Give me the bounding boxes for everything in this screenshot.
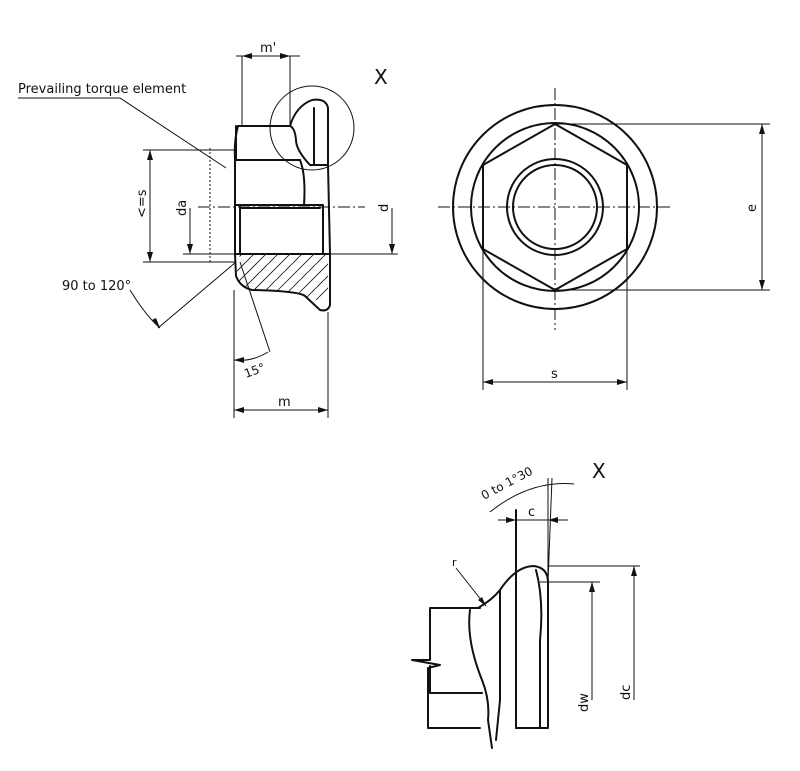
top-view: [438, 88, 770, 390]
c-label: c: [528, 505, 535, 520]
d-label: d: [377, 204, 392, 212]
flange-profile: [468, 565, 549, 749]
nut-body-outline: [233, 125, 301, 255]
break-lines: [411, 607, 483, 729]
da-label: da: [175, 200, 190, 216]
s-label: s: [551, 367, 558, 382]
detail-circle: [269, 85, 355, 171]
section-hatching: [236, 254, 328, 301]
e-label: e: [745, 204, 760, 212]
r-label: r: [452, 556, 457, 569]
angle-15-label: 15°: [242, 360, 267, 380]
s-le-label: <=s: [135, 189, 150, 218]
m-prime-label: m': [260, 41, 276, 56]
detail-mark-top: X: [374, 65, 388, 89]
dc-label: dc: [619, 685, 634, 700]
m-label: m: [278, 395, 291, 410]
dw-label: dw: [577, 693, 592, 712]
angle-chamfer-label: 90 to 120°: [62, 279, 131, 294]
angle-flange-label: 0 to 1°30: [479, 464, 535, 503]
side-view: [18, 53, 398, 418]
prevailing-torque-label: Prevailing torque element: [18, 82, 186, 97]
detail-view: [411, 477, 640, 749]
detail-mark-bottom: X: [592, 459, 606, 483]
prevailing-torque-element: [289, 98, 329, 206]
